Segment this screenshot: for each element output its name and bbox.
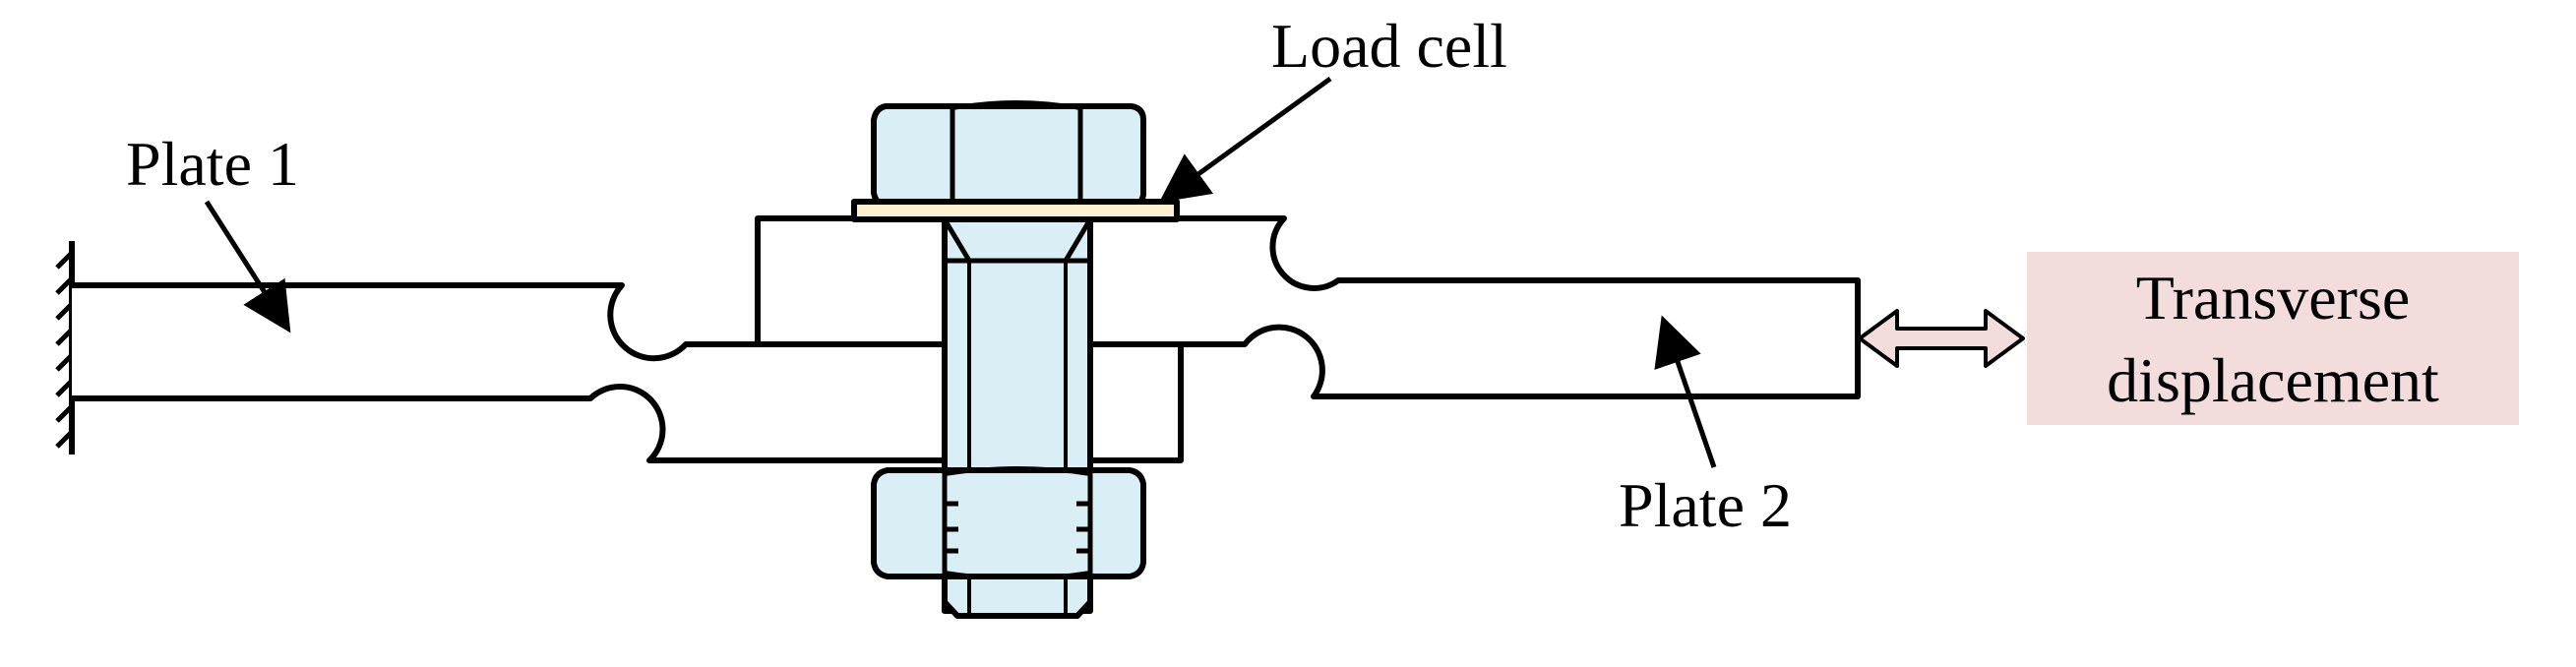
plate-2-label: Plate 2: [1619, 470, 1792, 540]
plate-1-arrow: [204, 200, 291, 334]
hatched-wall-icon: [55, 252, 73, 449]
transverse-label-line1: Transverse: [2136, 263, 2411, 333]
plate-2-arrow: [1654, 315, 1717, 468]
load-cell-arrow: [1158, 76, 1332, 203]
transverse-label-line2: displacement: [2107, 345, 2439, 415]
load-cell-label: Load cell: [1271, 11, 1507, 81]
thread-marks: [945, 501, 1090, 554]
transverse-displacement-box: [2027, 252, 2519, 425]
double-arrow-icon: [1858, 309, 2025, 368]
bolt-head: [871, 103, 1146, 210]
fixed-support: [55, 241, 75, 455]
bolt-tip: [942, 574, 1093, 619]
bolt: [851, 100, 1180, 619]
plate-1-label: Plate 1: [126, 129, 299, 199]
nut: [871, 467, 1146, 579]
